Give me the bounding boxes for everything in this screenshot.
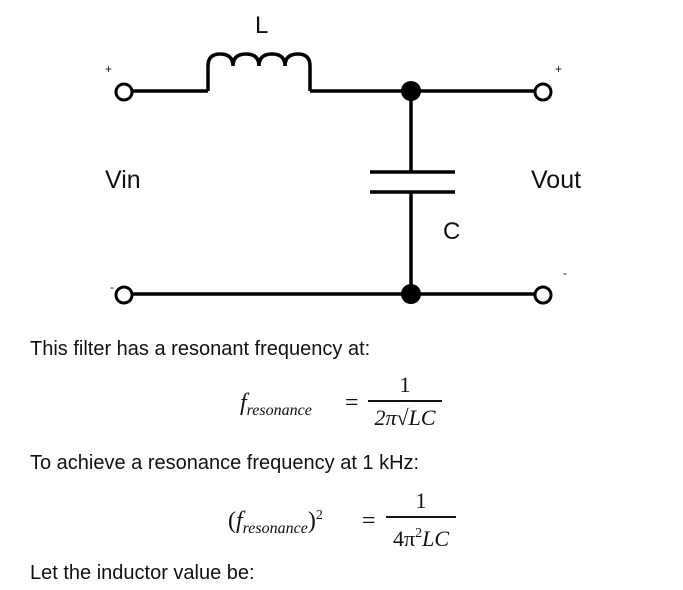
eq2-den-superscript: 2 xyxy=(415,525,423,541)
output-plus-sign: + xyxy=(555,62,563,76)
eq2-numerator: 1 xyxy=(415,488,427,513)
eq2-subscript: resonance xyxy=(242,520,308,537)
eq2-den-prefix: 4π xyxy=(392,525,416,551)
inductor-value-intro: Let the inductor value be: xyxy=(30,562,255,584)
output-plus-terminal xyxy=(533,82,553,102)
eq2-denominator: 4π2LC xyxy=(386,521,456,552)
eq1-f: f xyxy=(240,390,247,416)
input-voltage-label: Vin xyxy=(105,166,141,194)
inductor xyxy=(206,52,312,91)
capacitor-label: C xyxy=(443,218,461,245)
input-minus-terminal xyxy=(114,285,134,305)
equation-1-lhs: fresonance xyxy=(240,390,312,420)
junction-bottom xyxy=(401,284,421,304)
eq2-open-paren: ( xyxy=(228,508,236,534)
eq2-f: f xyxy=(236,508,243,534)
equation-2-lhs: (fresonance)2 xyxy=(228,508,323,538)
junction-top xyxy=(401,81,421,101)
equation-2-fraction: 1 4π2LC xyxy=(386,488,456,552)
eq1-fraction-bar xyxy=(368,400,442,402)
eq1-denominator: 2π√LC xyxy=(374,404,436,430)
eq2-superscript: 2 xyxy=(315,508,323,523)
eq2-fraction-bar xyxy=(386,516,456,518)
inductor-label: L xyxy=(255,12,269,39)
eq1-subscript: resonance xyxy=(246,402,312,419)
input-minus-sign: - xyxy=(110,280,114,294)
eq1-numerator: 1 xyxy=(399,372,411,397)
input-plus-sign: + xyxy=(105,62,113,76)
equation-1-fraction: 1 2π√LC xyxy=(368,372,442,431)
eq2-close-paren: ) xyxy=(307,508,316,534)
target-frequency-intro: To achieve a resonance frequency at 1 kH… xyxy=(30,452,420,474)
equation-1-equals: = xyxy=(345,390,359,416)
output-minus-terminal xyxy=(533,285,553,305)
eq2-den-suffix: LC xyxy=(422,525,450,551)
lc-filter-circuit xyxy=(114,52,553,305)
resonant-frequency-intro: This filter has a resonant frequency at: xyxy=(30,338,371,360)
output-minus-sign: - xyxy=(563,266,567,280)
input-plus-terminal xyxy=(114,82,134,102)
equation-2-equals: = xyxy=(362,508,376,534)
output-voltage-label: Vout xyxy=(531,166,582,194)
